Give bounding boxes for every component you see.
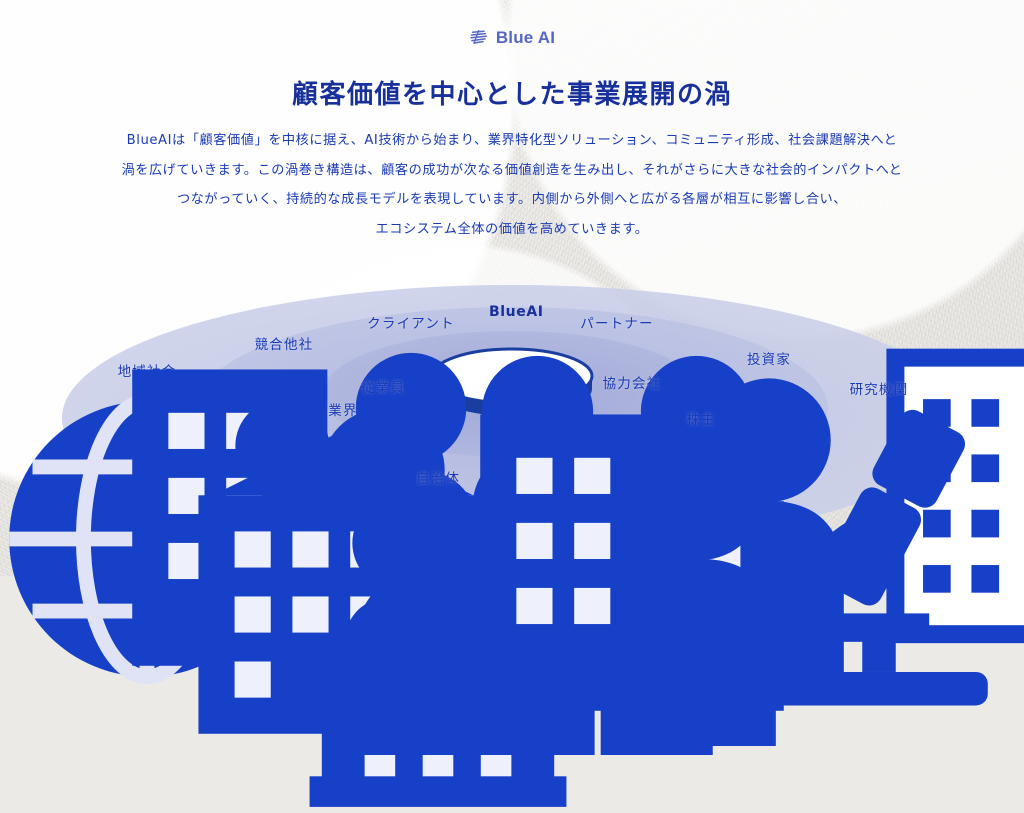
center-label: BlueAI: [489, 304, 544, 320]
node-label-clients: クライアント: [367, 316, 455, 332]
brand-logo: Blue AI: [0, 28, 1024, 46]
node-label-industry: 業界: [328, 403, 358, 419]
ecosystem-vortex-diagram: BlueAI 地域社会競合他社クライアントパートナー投資家研究: [0, 258, 1024, 807]
intro-line-1: BlueAIは「顧客価値」を中核に据え、AI技術から始まり、業界特化型ソリューシ…: [126, 133, 898, 148]
intro-line-2: 渦を広げていきます。この渦巻き構造は、顧客の成功が次なる価値創造を生み出し、それ…: [121, 162, 903, 178]
intro-line-3: つながっていく、持続的な成長モデルを表現しています。内側から外側へと広がる各層が…: [176, 192, 848, 208]
node-label-research: 研究機関: [849, 382, 909, 398]
bluai-stacked-lines-logo-icon: [469, 28, 489, 46]
brand-name: Blue AI: [495, 27, 556, 47]
page-title: 顧客価値を中心とした事業展開の渦: [291, 80, 732, 110]
node-label-local-government: 自治体: [415, 471, 461, 487]
node-label-affiliates: 協力会社: [602, 376, 662, 392]
person-icon: [189, 428, 1024, 746]
node-label-employees: 従業員: [360, 380, 406, 396]
node-label-investors: 投資家: [746, 352, 792, 368]
node-label-shareholders: 株主: [686, 412, 716, 428]
node-label-partners: パートナー: [580, 316, 654, 332]
intro-paragraph: BlueAIは「顧客価値」を中核に据え、AI技術から始まり、業界特化型ソリューシ…: [62, 126, 962, 245]
intro-line-4: エコシステム全体の価値を高めていきます。: [375, 222, 649, 238]
node-label-competitors: 競合他社: [254, 337, 314, 353]
